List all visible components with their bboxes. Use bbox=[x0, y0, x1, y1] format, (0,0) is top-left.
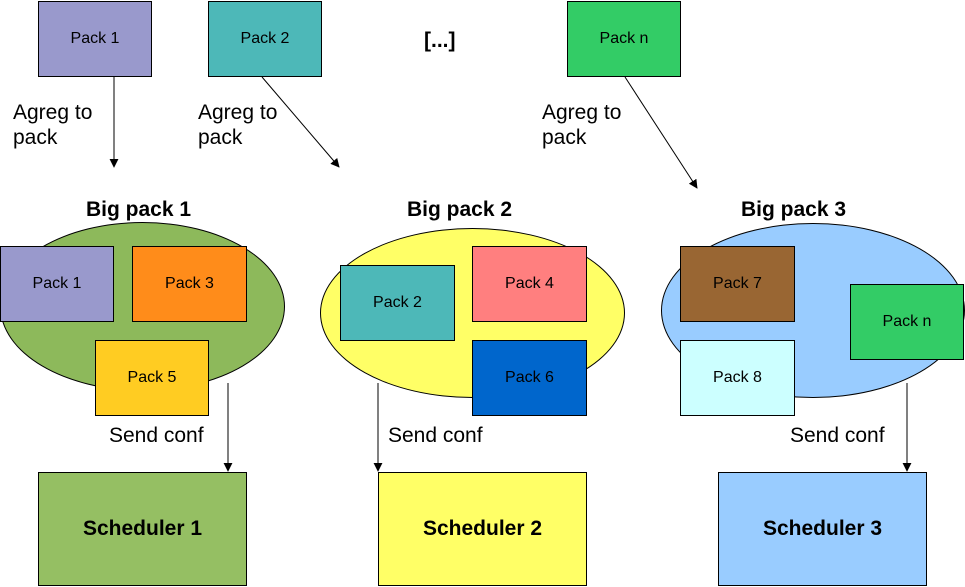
top-pack-n: Pack n bbox=[567, 1, 681, 77]
agreg-label-2: Agreg to pack bbox=[198, 101, 278, 150]
big-pack-1-pack-1: Pack 1 bbox=[0, 246, 114, 322]
send-conf-label-1: Send conf bbox=[109, 424, 204, 447]
top-pack-2: Pack 2 bbox=[208, 1, 322, 77]
big-pack-1-pack-3: Pack 3 bbox=[132, 246, 247, 322]
scheduler-3: Scheduler 3 bbox=[718, 472, 927, 586]
big-pack-2-pack-6: Pack 6 bbox=[472, 340, 587, 416]
big-pack-1-pack-5: Pack 5 bbox=[95, 340, 209, 416]
agreg-label-1: Agreg to pack bbox=[13, 101, 93, 150]
big-pack-3-pack-8: Pack 8 bbox=[680, 340, 795, 416]
big-pack-3-pack-7: Pack 7 bbox=[680, 246, 795, 322]
big-pack-1-title: Big pack 1 bbox=[86, 198, 192, 221]
big-pack-3-pack-n: Pack n bbox=[850, 284, 964, 360]
top-pack-1: Pack 1 bbox=[38, 1, 152, 77]
scheduler-2: Scheduler 2 bbox=[378, 472, 587, 586]
ellipsis-label: [...] bbox=[424, 29, 456, 52]
scheduler-1: Scheduler 1 bbox=[38, 472, 247, 586]
agreg-arrow-3 bbox=[624, 76, 698, 189]
agreg-label-3: Agreg to pack bbox=[542, 101, 622, 150]
big-pack-2-title: Big pack 2 bbox=[407, 198, 513, 221]
send-conf-label-3: Send conf bbox=[790, 424, 885, 447]
send-conf-label-2: Send conf bbox=[388, 424, 483, 447]
big-pack-3-title: Big pack 3 bbox=[741, 198, 847, 221]
big-pack-2-pack-4: Pack 4 bbox=[472, 246, 587, 322]
agreg-arrow-2 bbox=[261, 76, 340, 168]
big-pack-2-pack-2: Pack 2 bbox=[340, 265, 455, 341]
